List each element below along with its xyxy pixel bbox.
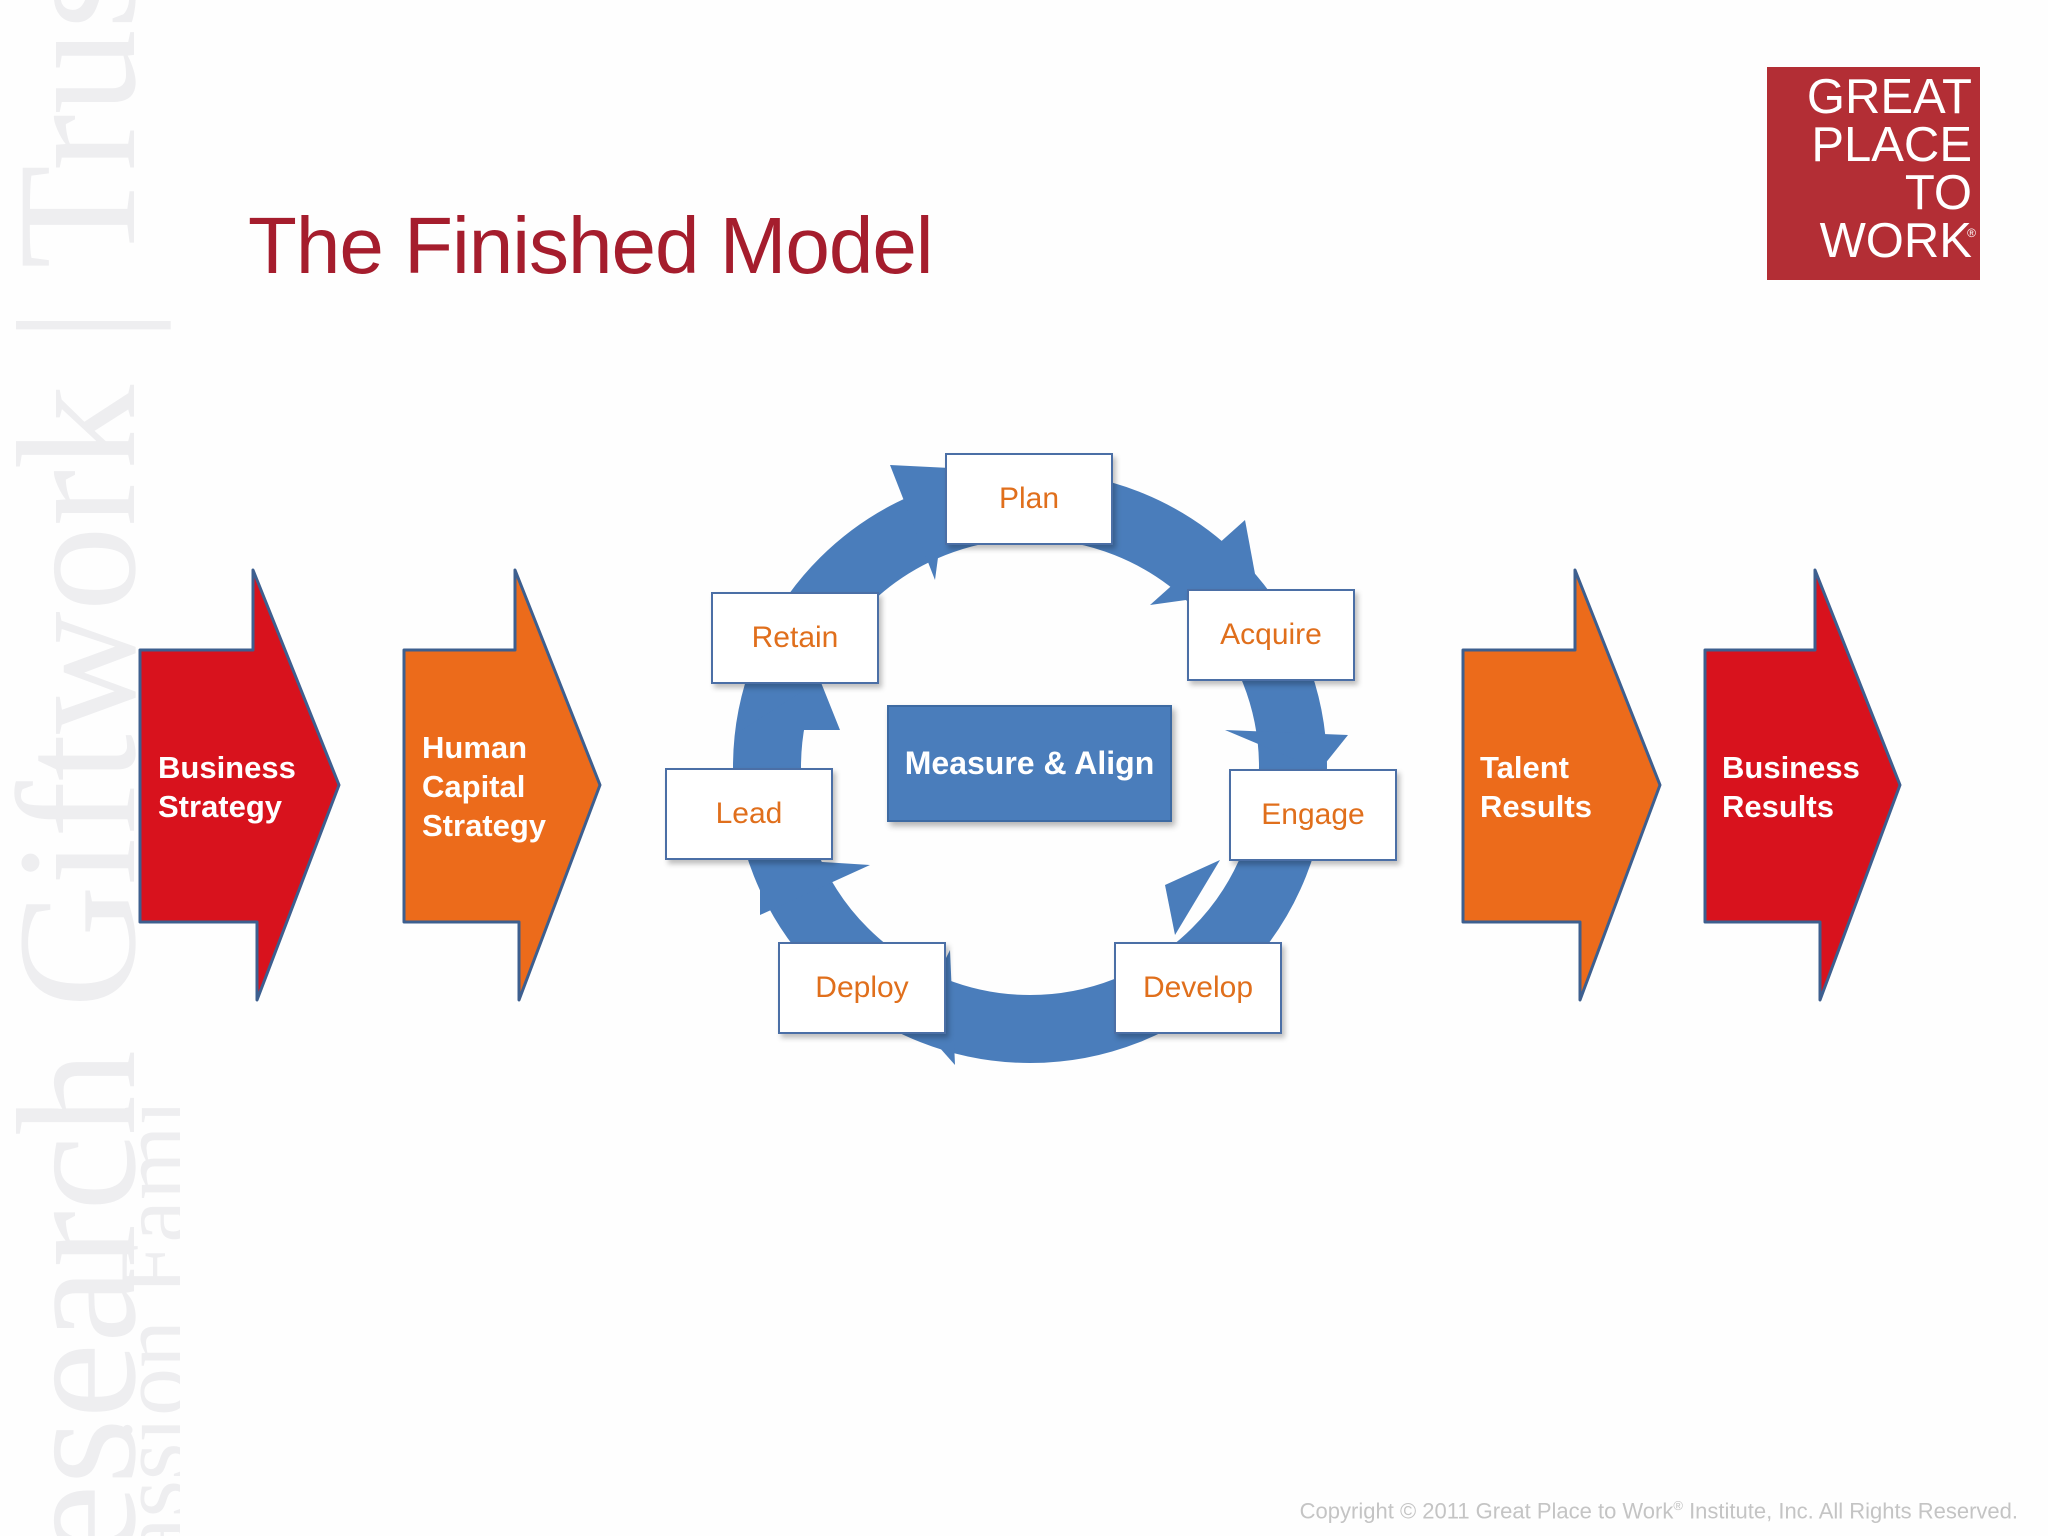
flow-label-human-capital-strategy: Human Capital Strategy [422, 728, 546, 845]
flow-arrow-business-strategy [138, 568, 341, 1002]
copyright-text-end: Institute, Inc. All Rights Reserved. [1682, 1498, 2018, 1524]
copyright-text: Copyright © 2011 Great Place to Work [1299, 1498, 1674, 1524]
stage-acquire: Acquire [1187, 589, 1355, 681]
flow-arrow-human-capital-strategy [402, 568, 602, 1002]
flow-label-line: Results [1722, 789, 1834, 824]
logo-line-1: GREAT [1806, 70, 1972, 124]
logo-line-3: TO [1904, 166, 1972, 220]
flow-label-business-results: Business Results [1722, 748, 1860, 826]
slide-title: The Finished Model [248, 201, 934, 290]
cycle-arrowhead-4 [1165, 860, 1220, 935]
flow-label-line: Business [158, 750, 296, 785]
flow-label-business-strategy: Business Strategy [158, 748, 296, 826]
cycle-arrowhead-2 [1150, 520, 1258, 605]
cycle-arrowhead-7 [742, 680, 840, 730]
cycle-arrowhead-1 [890, 465, 950, 580]
stage-lead: Lead [665, 768, 833, 860]
registered-mark: ® [1673, 1498, 1683, 1513]
flow-label-talent-results: Talent Results [1480, 748, 1592, 826]
flow-label-line: Results [1480, 789, 1592, 824]
flow-label-line: Human [422, 730, 528, 765]
flow-label-line: Strategy [422, 808, 547, 843]
stage-develop: Develop [1114, 942, 1282, 1034]
logo-line-4: WORK [1819, 214, 1972, 268]
logo-line-2: PLACE [1811, 118, 1972, 172]
copyright-notice: Copyright © 2011 Great Place to Work® In… [1300, 1498, 2018, 1524]
cycle-arrowhead-6 [760, 858, 870, 915]
center-measure-align: Measure & Align [887, 705, 1172, 822]
flow-label-line: Business [1722, 750, 1860, 785]
great-place-to-work-logo: GREAT PLACE TO WORK ® [1767, 67, 1980, 280]
flow-label-line: Talent [1480, 750, 1569, 785]
stage-deploy: Deploy [778, 942, 946, 1034]
flow-label-line: Strategy [158, 789, 283, 824]
stage-engage: Engage [1229, 769, 1397, 861]
flow-label-line: Capital [422, 769, 526, 804]
flow-arrow-business-results [1703, 568, 1902, 1002]
stage-plan: Plan [945, 453, 1113, 545]
cycle-arrowhead-3 [1225, 730, 1348, 770]
logo-registered-mark: ® [1967, 226, 1976, 240]
stage-retain: Retain [711, 592, 879, 684]
flow-arrow-talent-results [1461, 568, 1662, 1002]
